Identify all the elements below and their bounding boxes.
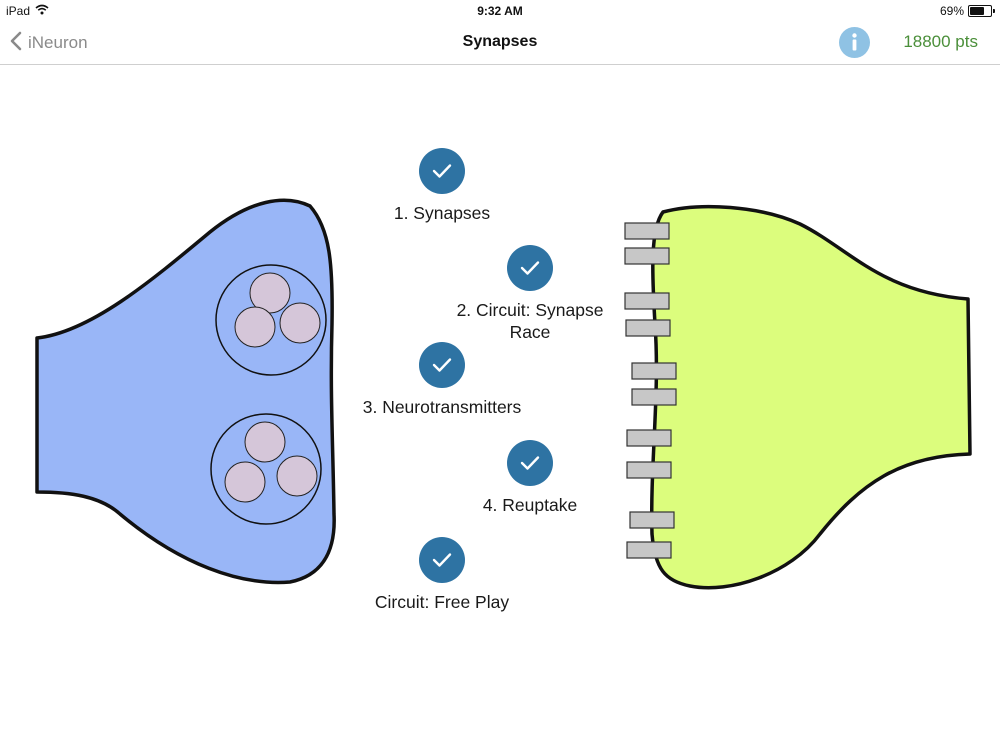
vesicle-group-bottom bbox=[210, 413, 322, 525]
lesson-item-neurotransmitters[interactable]: 3. Neurotransmitters bbox=[342, 342, 542, 418]
receptor bbox=[626, 541, 672, 559]
status-right: 69% bbox=[939, 4, 995, 18]
presynaptic-terminal bbox=[35, 198, 336, 585]
receptor bbox=[626, 461, 672, 479]
receptors bbox=[624, 222, 677, 559]
neurotransmitter bbox=[279, 302, 321, 344]
receptor bbox=[631, 388, 677, 406]
battery-fill bbox=[970, 7, 984, 15]
neurotransmitter bbox=[234, 306, 276, 348]
wifi-icon bbox=[35, 4, 49, 18]
receptor bbox=[631, 362, 677, 380]
check-icon bbox=[507, 440, 553, 486]
back-button[interactable]: iNeuron bbox=[10, 30, 88, 56]
check-icon bbox=[419, 148, 465, 194]
neurotransmitter bbox=[244, 421, 286, 463]
lesson-item-synapses[interactable]: 1. Synapses bbox=[372, 148, 512, 224]
battery-icon bbox=[968, 5, 995, 17]
battery-percent: 69% bbox=[939, 4, 964, 18]
info-button[interactable] bbox=[839, 27, 870, 58]
receptor bbox=[629, 511, 675, 529]
lesson-stage: 1. Synapses 2. Circuit: Synapse Race 3. … bbox=[0, 64, 1000, 750]
receptor bbox=[624, 247, 670, 265]
receptor bbox=[625, 319, 671, 337]
lesson-label: 2. Circuit: Synapse Race bbox=[456, 300, 604, 342]
neurotransmitter bbox=[276, 455, 318, 497]
device-name: iPad bbox=[6, 4, 31, 18]
status-left: iPad bbox=[6, 4, 49, 18]
receptor bbox=[624, 222, 670, 240]
check-icon bbox=[419, 537, 465, 583]
neurotransmitter bbox=[224, 461, 266, 503]
info-icon bbox=[852, 33, 857, 51]
receptor bbox=[624, 292, 670, 310]
lesson-item-reuptake[interactable]: 4. Reuptake bbox=[460, 440, 600, 516]
vesicle-membrane bbox=[215, 264, 327, 376]
status-time: 9:32 AM bbox=[477, 4, 523, 18]
lesson-label: 4. Reuptake bbox=[482, 495, 578, 515]
status-bar: iPad 9:32 AM 69% bbox=[0, 0, 1000, 22]
back-label: iNeuron bbox=[28, 33, 88, 52]
page-title: Synapses bbox=[462, 33, 538, 50]
navigation-bar: iNeuron Synapses 18800 pts bbox=[0, 22, 1000, 65]
chevron-left-icon bbox=[10, 31, 22, 56]
vesicle-membrane bbox=[210, 413, 322, 525]
postsynaptic-terminal bbox=[650, 204, 972, 590]
neurotransmitter bbox=[249, 272, 291, 314]
lesson-label: 3. Neurotransmitters bbox=[362, 397, 522, 417]
vesicle-group-top bbox=[215, 264, 327, 376]
battery-tip bbox=[993, 9, 995, 13]
lesson-label: 1. Synapses bbox=[393, 203, 491, 223]
check-icon bbox=[507, 245, 553, 291]
lesson-label: Circuit: Free Play bbox=[374, 592, 510, 612]
check-icon bbox=[419, 342, 465, 388]
points-counter: 18800 pts bbox=[903, 32, 978, 51]
lesson-item-circuit-free-play[interactable]: Circuit: Free Play bbox=[362, 537, 522, 613]
synapse-illustration bbox=[35, 198, 972, 590]
receptor bbox=[626, 429, 672, 447]
lesson-item-circuit-synapse-race[interactable]: 2. Circuit: Synapse Race bbox=[440, 245, 620, 343]
